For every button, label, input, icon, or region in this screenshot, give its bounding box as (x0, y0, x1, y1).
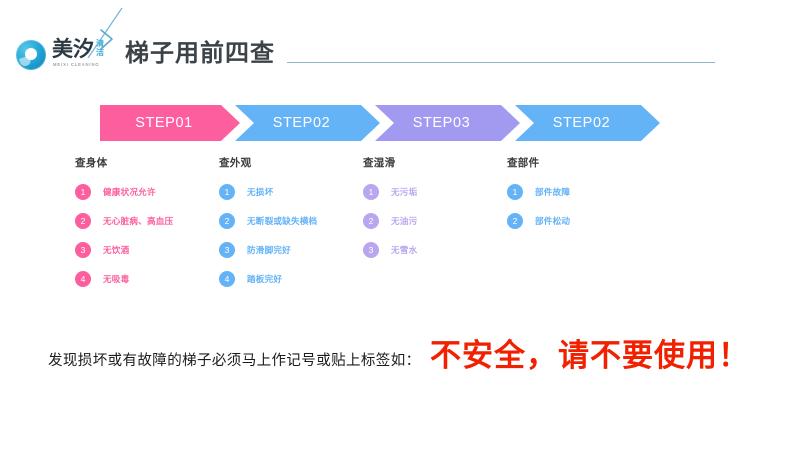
check-column-4: 查部件 1 部件故障 2 部件松动 (507, 155, 651, 300)
item-number-badge: 2 (507, 213, 523, 229)
item-number-badge: 3 (219, 242, 235, 258)
list-item: 3 无饮酒 (75, 242, 219, 258)
item-number-badge: 1 (219, 184, 235, 200)
item-number-badge: 2 (75, 213, 91, 229)
item-label: 健康状况允许 (103, 188, 156, 198)
item-label: 踏板完好 (247, 275, 283, 285)
step-chip-2[interactable]: STEP02 (235, 105, 380, 141)
circle-wave-logo-icon (16, 40, 46, 70)
brand-name-cn-sub: 清洁 (96, 39, 104, 57)
brand-wordmark: 美汐 清洁 MEIXI CLEANING (52, 38, 126, 72)
item-label: 无油污 (391, 217, 418, 227)
check-column-1: 查身体 1 健康状况允许 2 无心脏病、高血压 3 无饮酒 4 无吸毒 (75, 155, 219, 300)
step-chip-label: STEP01 (135, 115, 193, 131)
item-label: 部件故障 (535, 188, 571, 198)
column-title: 查部件 (507, 157, 540, 169)
step-chip-3[interactable]: STEP03 (375, 105, 520, 141)
check-column-3: 查湿滑 1 无污垢 2 无油污 3 无雪水 (363, 155, 507, 300)
footer-note-text: 发现损坏或有故障的梯子必须马上作记号或贴上标签如： (48, 353, 421, 369)
step-banner-row: STEP01 STEP02 STEP03 STEP02 (100, 105, 660, 141)
item-label: 无心脏病、高血压 (103, 217, 174, 227)
item-number-badge: 1 (363, 184, 379, 200)
item-label: 无饮酒 (103, 246, 130, 256)
item-label: 无吸毒 (103, 275, 130, 285)
item-label: 无断裂或缺失横档 (247, 217, 318, 227)
step-chip-label: STEP02 (272, 115, 331, 131)
list-item: 1 无损坏 (219, 184, 363, 200)
list-item: 2 部件松动 (507, 213, 651, 229)
list-item: 3 无雪水 (363, 242, 507, 258)
column-title: 查湿滑 (363, 157, 396, 169)
item-number-badge: 4 (219, 271, 235, 287)
list-item: 4 无吸毒 (75, 271, 219, 287)
column-title: 查身体 (75, 157, 108, 169)
item-label: 部件松动 (535, 217, 571, 227)
slide-header: 美汐 清洁 MEIXI CLEANING 梯子用前四查 (0, 0, 800, 90)
item-number-badge: 3 (363, 242, 379, 258)
column-title: 查外观 (219, 157, 252, 169)
header-divider-line (287, 62, 715, 63)
item-number-badge: 1 (507, 184, 523, 200)
step-chip-1[interactable]: STEP01 (100, 105, 240, 141)
item-number-badge: 2 (363, 213, 379, 229)
footer-warning-text: 不安全，请不要使用！ (430, 338, 750, 374)
check-column-2: 查外观 1 无损坏 2 无断裂或缺失横档 3 防滑脚完好 4 踏板完好 (219, 155, 363, 300)
item-number-badge: 4 (75, 271, 91, 287)
list-item: 1 无污垢 (363, 184, 507, 200)
item-number-badge: 3 (75, 242, 91, 258)
item-label: 防滑脚完好 (247, 246, 291, 256)
item-number-badge: 1 (75, 184, 91, 200)
step-chip-label: STEP03 (412, 115, 471, 131)
list-item: 2 无油污 (363, 213, 507, 229)
step-chip-4[interactable]: STEP02 (515, 105, 660, 141)
step-chip-label: STEP02 (552, 115, 611, 131)
page-title: 梯子用前四查 (125, 39, 275, 67)
list-item: 4 踏板完好 (219, 271, 363, 287)
diagonal-slash-chevron-icon (87, 7, 123, 59)
list-item: 1 部件故障 (507, 184, 651, 200)
list-item: 2 无心脏病、高血压 (75, 213, 219, 229)
list-item: 2 无断裂或缺失横档 (219, 213, 363, 229)
item-label: 无雪水 (391, 246, 418, 256)
brand-name-cn: 美汐 (52, 37, 94, 61)
brand-name-latin: MEIXI CLEANING (53, 62, 100, 67)
item-label: 无损坏 (247, 188, 274, 198)
item-number-badge: 2 (219, 213, 235, 229)
check-columns: 查身体 1 健康状况允许 2 无心脏病、高血压 3 无饮酒 4 无吸毒 查外观 … (75, 155, 735, 300)
item-label: 无污垢 (391, 188, 418, 198)
list-item: 3 防滑脚完好 (219, 242, 363, 258)
list-item: 1 健康状况允许 (75, 184, 219, 200)
